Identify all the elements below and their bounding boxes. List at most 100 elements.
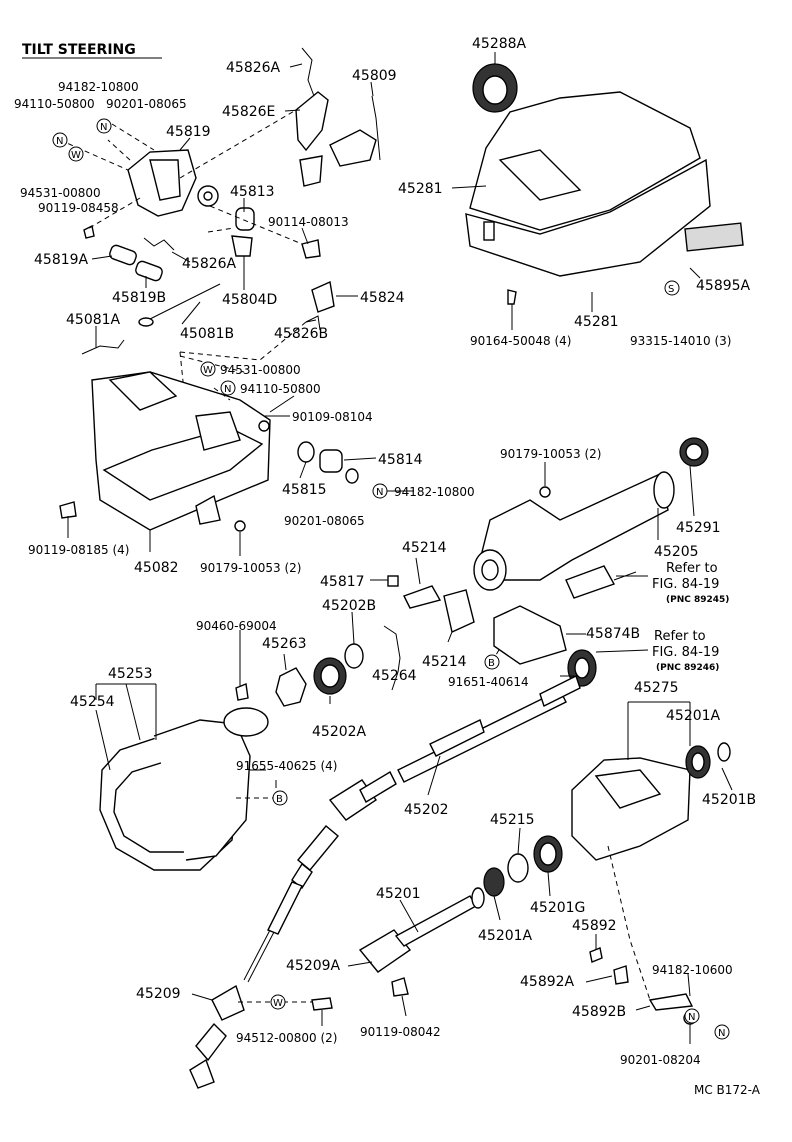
bracket-45819-inner	[149, 159, 181, 201]
shaft-45202	[397, 689, 567, 783]
label-pnc-89245: (PNC 89245)	[666, 595, 729, 605]
bolt-90460	[235, 683, 249, 701]
shaft-45202-sleeve	[429, 719, 485, 757]
label-45081B: 45081B	[180, 326, 234, 342]
symbol-n-1: N	[52, 132, 68, 148]
tube-end-inner	[481, 559, 499, 581]
label-45201A-b: 45201A	[478, 928, 533, 944]
pivot-hole	[203, 191, 213, 201]
label-45815: 45815	[282, 482, 327, 498]
u-joint-45209	[211, 984, 245, 1021]
label-94531-00800-mid: 94531-00800	[220, 363, 301, 377]
bolt-90119-08042	[391, 977, 409, 997]
bushing-45291-inner	[685, 443, 703, 461]
label-91651-40614: 91651-40614	[448, 675, 529, 689]
symbol-n-6: N	[684, 1008, 700, 1024]
label-45201: 45201	[376, 886, 421, 902]
clip-45826B	[305, 315, 321, 331]
tilt-head-45275	[571, 742, 731, 1025]
clip-45824	[311, 280, 335, 313]
svg-text:N: N	[100, 122, 107, 133]
shaft-end	[539, 675, 581, 707]
refer-to-2: Refer to	[654, 629, 706, 644]
leader-lines	[67, 52, 733, 1044]
column-bracket-45082	[59, 371, 359, 532]
shaft-tube-upper	[359, 771, 397, 803]
bearing-45202A-inner	[320, 664, 340, 688]
label-45826B: 45826B	[274, 326, 328, 342]
label-45814: 45814	[378, 452, 423, 468]
symbol-n-2: N	[96, 118, 112, 134]
nut-45892	[613, 965, 629, 985]
label-45826E: 45826E	[222, 104, 275, 120]
label-45215: 45215	[490, 812, 535, 828]
label-94182-10800-mid: 94182-10800	[394, 485, 475, 499]
ring-45201B	[717, 742, 731, 762]
label-45201B: 45201B	[702, 792, 756, 808]
label-45291: 45291	[676, 520, 721, 536]
label-45819: 45819	[166, 124, 211, 140]
ring-45263	[275, 667, 307, 707]
bracket-45874B	[493, 605, 567, 665]
label-45202B: 45202B	[322, 598, 376, 614]
symbol-w-2: W	[200, 361, 216, 377]
spring-45081A	[81, 339, 125, 355]
label-90114-08013: 90114-08013	[268, 215, 349, 229]
label-45081A: 45081A	[66, 312, 121, 328]
label-fig-84-19-b: FIG. 84-19	[652, 645, 719, 660]
lever-handle	[299, 155, 323, 187]
svg-text:N: N	[376, 487, 383, 498]
label-94110-50800-mid: 94110-50800	[240, 382, 321, 396]
cover-post	[483, 221, 495, 241]
tube-upper-end	[653, 471, 675, 509]
label-45892A: 45892A	[520, 974, 575, 990]
label-45202A: 45202A	[312, 724, 367, 740]
label-45264: 45264	[372, 668, 417, 684]
bracket-face	[102, 427, 264, 501]
nut-90179-left	[234, 520, 246, 532]
bushing-45813	[235, 207, 255, 231]
sleeve-45819B	[135, 260, 163, 282]
intermediate-shaft	[189, 771, 397, 1089]
label-90164-50048: 90164-50048 (4)	[470, 334, 572, 348]
label-90179-10053-right: 90179-10053 (2)	[500, 447, 602, 461]
label-45809: 45809	[352, 68, 397, 84]
label-45202: 45202	[404, 802, 449, 818]
seal-45288A-inner	[482, 75, 508, 105]
part-labels: 45826A 45809 94182-10800 94110-50800 902…	[14, 36, 756, 1067]
label-45201G: 45201G	[530, 900, 585, 916]
part-45804D	[231, 235, 253, 257]
ring-45201G-inner	[539, 842, 557, 866]
label-93315-14010: 93315-14010 (3)	[630, 334, 732, 348]
spring-45826A-b	[143, 237, 175, 251]
label-45254: 45254	[70, 694, 115, 710]
label-90119-08042: 90119-08042	[360, 1025, 441, 1039]
svg-text:W: W	[71, 150, 81, 161]
footer-code: MC B172-A	[694, 1083, 761, 1097]
label-94512-00800: 94512-00800 (2)	[236, 1031, 338, 1045]
bushing-45814	[319, 449, 343, 473]
bolt-90119-08185	[59, 501, 77, 519]
label-90179-10053-left: 90179-10053 (2)	[200, 561, 302, 575]
refer-to-1: Refer to	[666, 561, 718, 576]
label-45263: 45263	[262, 636, 307, 652]
svg-text:W: W	[203, 365, 213, 376]
upper-cover-45281	[469, 91, 701, 231]
washer-45815	[297, 441, 315, 463]
bracket-top-ear	[108, 371, 178, 411]
tilt-lever-assembly	[81, 47, 381, 355]
symbol-w-1: W	[68, 146, 84, 162]
column-tube-assembly	[473, 437, 709, 665]
label-90460-69004: 90460-69004	[196, 619, 277, 633]
label-45892: 45892	[572, 918, 617, 934]
label-45819A: 45819A	[34, 252, 89, 268]
tube-45205	[479, 473, 669, 581]
nut-90179-right	[539, 486, 551, 498]
lower-cover-45281	[465, 158, 711, 277]
bolt-90119-08458	[83, 224, 95, 239]
u-joint-45209A	[358, 929, 412, 973]
clip-45214-b	[443, 589, 475, 633]
cover-45253	[153, 719, 251, 861]
pin-90114	[301, 239, 321, 259]
